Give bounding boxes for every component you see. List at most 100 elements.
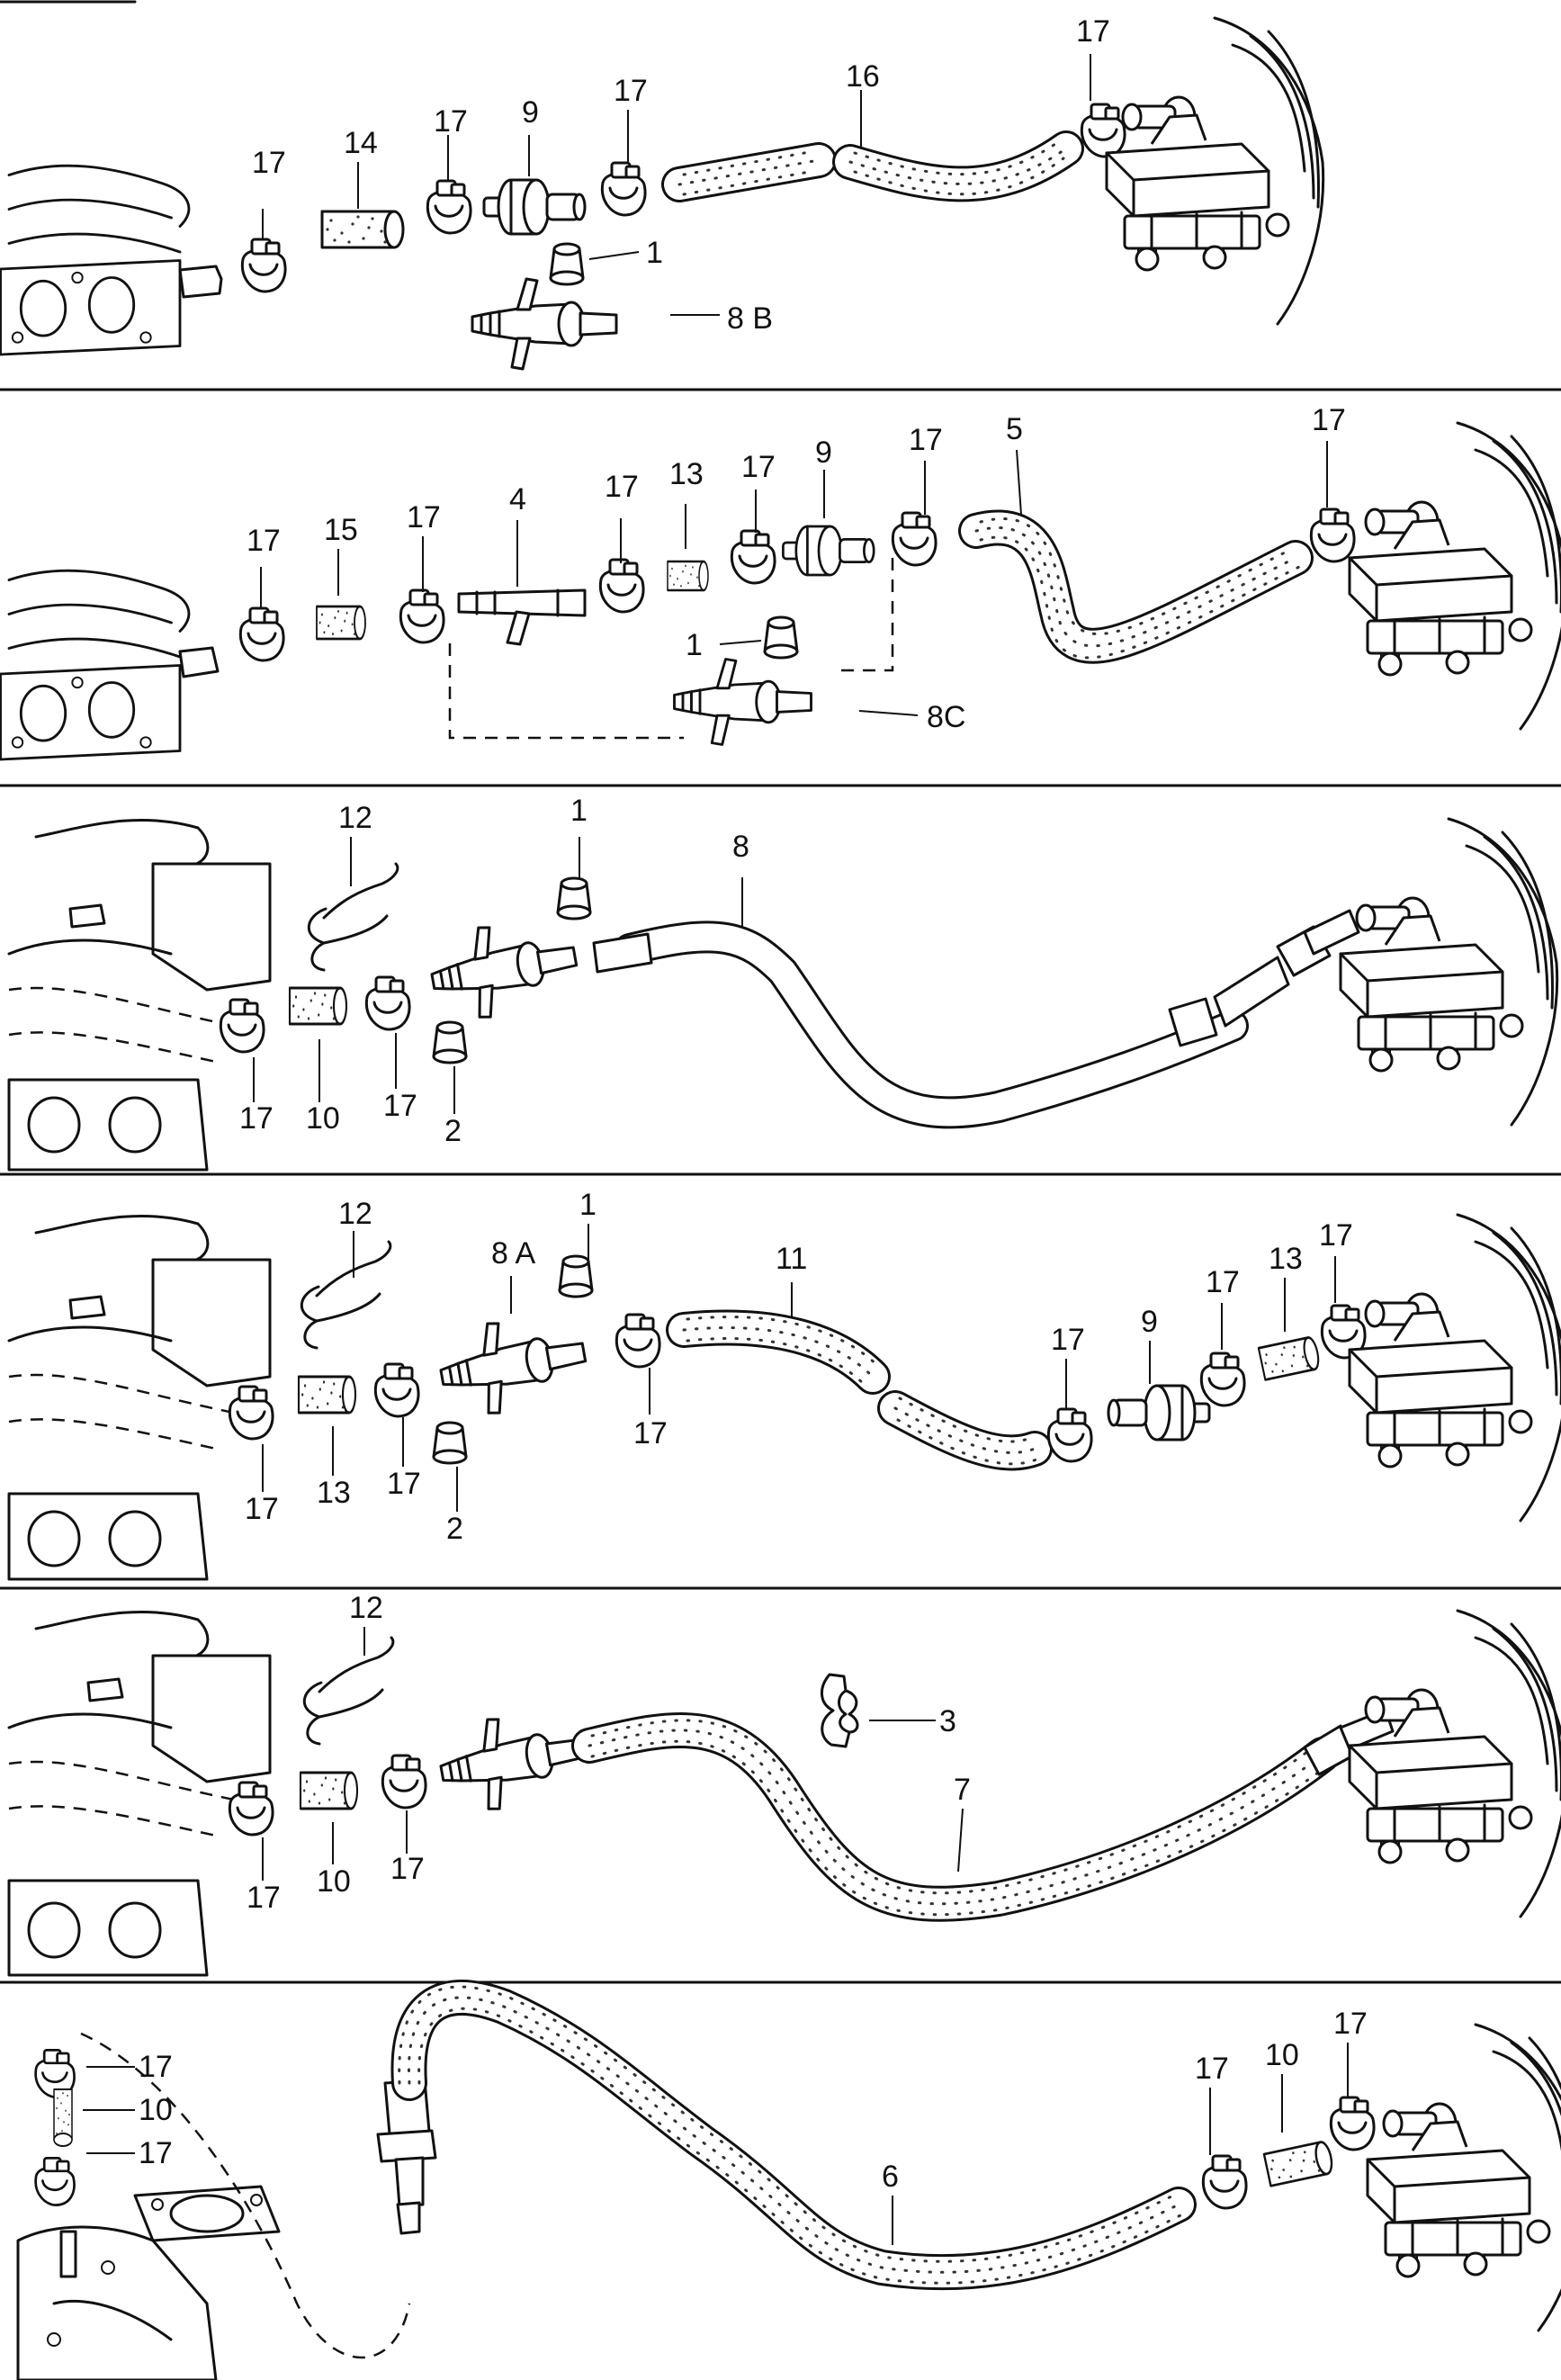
valve-cap [432,1020,468,1064]
part-label: 17 [633,1416,668,1450]
part-label: 17 [407,500,441,534]
brake-booster [1339,817,1559,1127]
part-label: 9 [522,95,539,130]
brake-booster [1348,421,1561,731]
tee-valve [471,277,618,371]
part-label: 2 [446,1512,463,1546]
part-label: 10 [139,2093,173,2127]
hose-clamp [34,2157,76,2206]
part-label: 1 [579,1188,597,1222]
routing-guide [80,2032,411,2359]
brake-booster [1348,1609,1561,1918]
hose-clamp [219,998,265,1054]
part-label: 7 [954,1773,971,1807]
part-label: 10 [1265,2038,1299,2072]
part-label: 17 [434,104,468,139]
retaining-clip [302,1636,395,1746]
tee-valve [433,1307,594,1424]
part-label: 12 [338,801,372,835]
hose-clamp [228,1781,274,1837]
intake-manifold [0,569,191,761]
tee-valve [673,658,812,746]
panel-5: 12 3 7 17 10 17 [7,1591,1561,1977]
part-label: 15 [324,513,358,547]
hose-clamp [891,511,937,567]
part-label: 17 [1312,403,1346,437]
part-label: 17 [139,2136,173,2170]
part-label: 17 [1195,2052,1229,2086]
check-valve [482,178,587,236]
part-label: 17 [1333,2007,1368,2041]
hose-clamp [1080,103,1126,158]
part-label: 8C [927,700,965,734]
part-label: 6 [882,2160,899,2194]
hose-clamp [1309,507,1356,563]
leader-lines [262,1224,1336,1512]
panel-4: 12 8 A 1 11 17 13 17 17 13 17 17 17 2 9 [7,1188,1561,1581]
hose-clamp [600,161,647,217]
part-label: 3 [939,1704,956,1738]
carburettor [16,2049,281,2380]
hose-clamp [238,606,285,662]
part-label: 13 [669,457,704,491]
valve-cap [763,615,799,660]
panel-1: 17 14 17 9 17 16 17 1 8 B [0,14,1325,371]
part-label: 17 [247,524,281,558]
leader-lines [262,1627,964,1881]
part-label: 17 [252,146,286,180]
panel-3: 12 1 8 17 10 17 2 [7,794,1559,1172]
hose-sleeve [52,2088,74,2148]
part-label: 12 [349,1591,383,1625]
hose-clamp [1329,2096,1376,2151]
part-label: 1 [686,628,703,662]
tee-valve [433,1702,594,1819]
hose-clamp [426,179,472,235]
part-label: 17 [390,1852,425,1886]
hose-clamp [615,1313,661,1369]
part-label: 2 [444,1114,462,1148]
manifold-nozzle [178,265,223,299]
part-label: 12 [338,1197,372,1231]
part-label: 9 [815,436,832,470]
leader-lines [260,441,1328,740]
hose-connector [457,588,587,646]
manifold-nozzle [178,646,220,678]
brake-booster [1366,2023,1561,2332]
part-label: 10 [306,1101,340,1136]
retaining-clip [307,862,399,972]
hose-end-fitting [592,909,1360,1047]
panel-6: 17 10 17 6 17 10 17 [16,1980,1561,2380]
hose-sleeve [315,605,367,641]
engine-block [7,1214,272,1581]
hose-sleeve [288,986,348,1026]
check-valve [1107,1384,1211,1441]
hose-sleeve [666,560,710,592]
part-label: 8 [732,830,749,864]
panel-2: 17 15 17 4 17 13 17 9 17 5 17 1 8C [0,403,1561,761]
hose-clamp [1046,1407,1093,1463]
part-label: 17 [245,1492,279,1526]
hose-holder-clip [821,1673,859,1748]
valve-cap [556,876,592,921]
part-label: 17 [605,470,639,504]
part-label: 17 [614,74,648,108]
brake-booster [1105,16,1325,326]
part-label: 8 B [727,301,773,336]
hose-sleeve [1257,1334,1323,1381]
part-label: 17 [909,423,943,457]
part-label: 17 [383,1089,417,1123]
part-label: 1 [570,794,588,828]
part-label: 17 [1076,14,1110,49]
hose-sleeve [299,1771,359,1810]
part-label: 4 [509,482,526,516]
engine-block [7,818,272,1172]
hose-sleeve [320,210,405,249]
part-label: 17 [247,1881,281,1915]
leader-lines [83,2043,1349,2245]
retaining-clip [300,1240,392,1350]
hose-clamp [598,558,645,614]
vacuum-hose [614,921,1249,1129]
intake-manifold [0,164,191,356]
part-label: 5 [1006,412,1023,446]
